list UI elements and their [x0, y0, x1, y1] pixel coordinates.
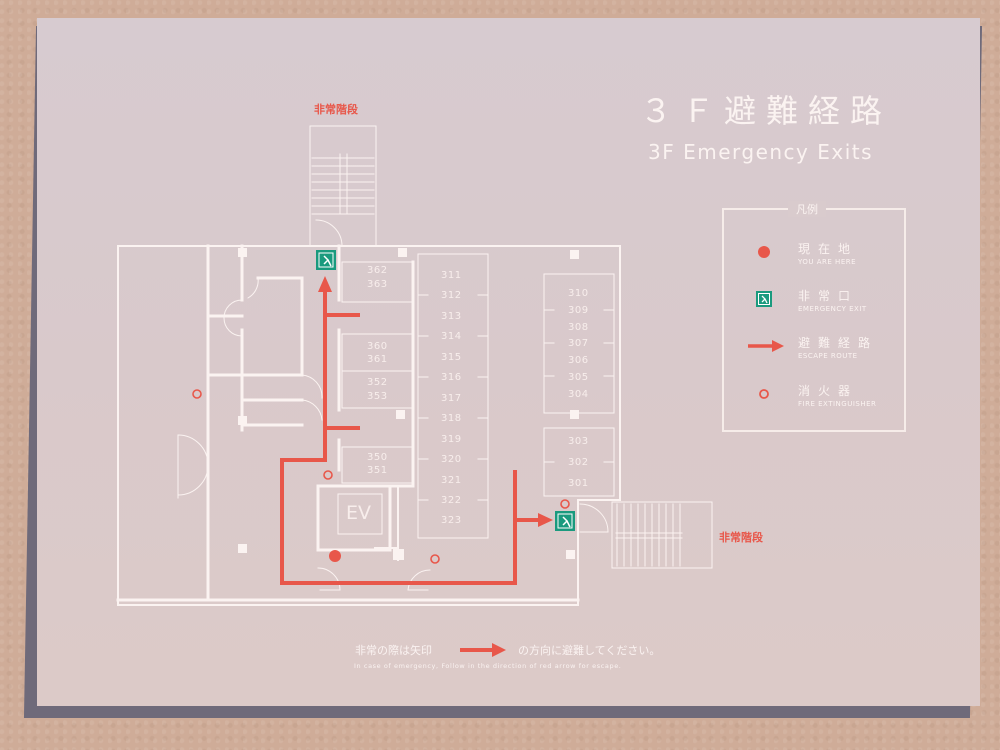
- room-318: 318: [441, 413, 462, 424]
- room-323: 323: [441, 515, 462, 526]
- room-363: 363: [367, 279, 388, 290]
- room-321: 321: [441, 475, 462, 486]
- footer-instruction-jp-part2: の方向に避難してください。: [518, 644, 661, 657]
- footer-arrow-icon: [460, 643, 506, 657]
- footer-instruction-en: In case of emergency, Follow in the dire…: [354, 662, 622, 670]
- north-stair-label: 非常階段: [314, 103, 358, 116]
- room-312: 312: [441, 290, 462, 301]
- footer-instruction-jp-part1: 非常の際は矢印: [355, 644, 432, 657]
- room-360: 360: [367, 341, 388, 352]
- room-303: 303: [568, 436, 589, 447]
- room-301: 301: [568, 478, 589, 489]
- room-362: 362: [367, 265, 388, 276]
- room-308: 308: [568, 322, 589, 333]
- east-stair-label: 非常階段: [719, 531, 763, 544]
- room-315: 315: [441, 352, 462, 363]
- escape-route: [280, 290, 540, 585]
- room-314: 314: [441, 331, 462, 342]
- legend-item-escape-route: 避難経路 ESCAPE ROUTE: [724, 334, 904, 374]
- evacuation-sign-board: [37, 18, 980, 706]
- legend-title: 凡例: [788, 201, 826, 217]
- room-306: 306: [568, 355, 589, 366]
- room-361: 361: [367, 354, 388, 365]
- room-317: 317: [441, 393, 462, 404]
- title-japanese: ３Ｆ避難経路: [640, 92, 893, 130]
- legend-item-you-are-here: 現在地 YOU ARE HERE: [724, 240, 904, 280]
- room-304: 304: [568, 389, 589, 400]
- room-350: 350: [367, 452, 388, 463]
- legend-item-fire-extinguisher: 消火器 FIRE EXTINGUISHER: [724, 382, 904, 422]
- legend-item-emergency-exit: 非常口 EMERGENCY EXIT: [724, 287, 904, 327]
- you-are-here-icon: [758, 246, 770, 258]
- room-353: 353: [367, 391, 388, 402]
- room-302: 302: [568, 457, 589, 468]
- room-307: 307: [568, 338, 589, 349]
- room-313: 313: [441, 311, 462, 322]
- room-316: 316: [441, 372, 462, 383]
- room-322: 322: [441, 495, 462, 506]
- fire-extinguisher-icon: [759, 389, 769, 399]
- legend: 凡例 現在地 YOU ARE HERE 非常口 EMERGENCY EXIT 避…: [722, 201, 906, 432]
- emergency-exit-icon: [756, 291, 772, 307]
- structural-columns: [238, 248, 579, 560]
- escape-arrow-right: [538, 513, 553, 527]
- you-are-here-dot: [329, 550, 341, 562]
- room-310: 310: [568, 288, 589, 299]
- title-english: 3F Emergency Exits: [648, 140, 874, 164]
- escape-route-arrow-icon: [748, 340, 784, 352]
- room-352: 352: [367, 377, 388, 388]
- room-309: 309: [568, 305, 589, 316]
- elevator-label: EV: [346, 502, 372, 524]
- emergency-exit-sign-east: [555, 511, 575, 531]
- escape-arrow-up: [318, 276, 332, 292]
- room-311: 311: [441, 270, 462, 281]
- room-320: 320: [441, 454, 462, 465]
- fire-extinguishers: [192, 389, 570, 564]
- room-351: 351: [367, 465, 388, 476]
- room-305: 305: [568, 372, 589, 383]
- outer-wall: [117, 245, 621, 606]
- room-319: 319: [441, 434, 462, 445]
- emergency-exit-sign-north: [316, 250, 336, 270]
